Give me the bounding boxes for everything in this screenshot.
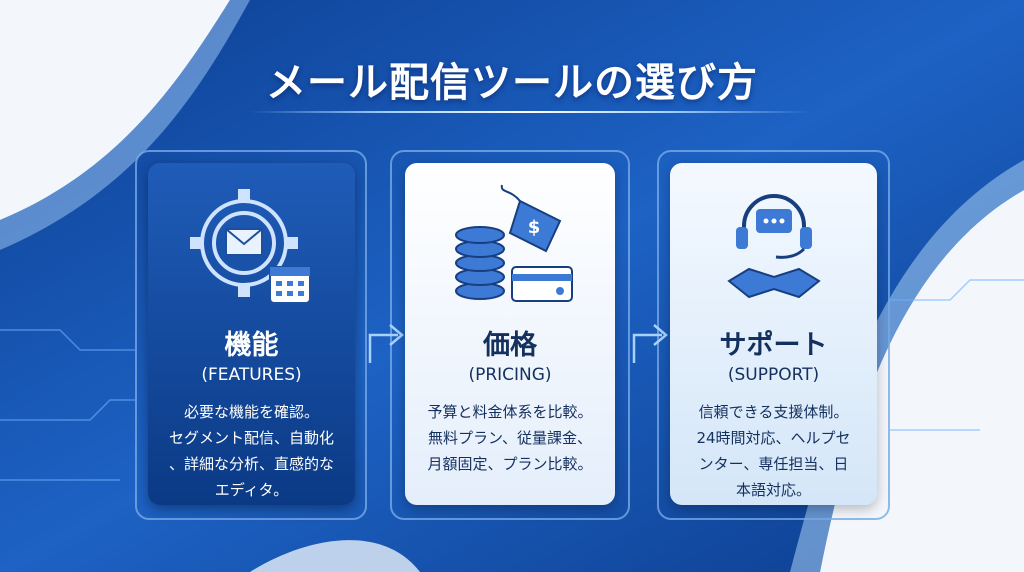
arrow-right-icon (632, 324, 668, 363)
card-support: サポート (SUPPORT) 信頼できる支援体制。 24時間対応、ヘルプセ ンタ… (670, 163, 877, 505)
arrow-right-icon (368, 324, 404, 363)
card-frame-features (135, 150, 367, 520)
headset-handshake-icon (726, 194, 821, 299)
card-heading: 機能 (224, 330, 279, 361)
card-subheading: (PRICING) (468, 365, 552, 385)
card-subheading: (SUPPORT) (727, 365, 820, 385)
card-description: 信頼できる支援体制。 24時間対応、ヘルプセ ンター、専任担当、日 本語対応。 (696, 403, 851, 499)
title-underline (250, 111, 810, 113)
card-description: 必要な機能を確認。 セグメント配信、自動化 、詳細な分析、直感的な エディタ。 (168, 403, 334, 499)
card-pricing: $ 価格 (PRICING) 予算と料金体系を比較。 無料プラン、従量課金、 月… (405, 163, 615, 505)
card-description: 予算と料金体系を比較。 無料プラン、従量課金、 月額固定、プラン比較。 (427, 403, 593, 473)
page-title: メール配信ツールの選び方 (266, 60, 758, 106)
card-subheading: (FEATURES) (201, 365, 302, 385)
card-heading: サポート (719, 330, 828, 361)
svg-text:$: $ (528, 217, 541, 238)
gear-envelope-calendar-icon (189, 189, 311, 304)
card-features: 機能 (FEATURES) 必要な機能を確認。 セグメント配信、自動化 、詳細な… (148, 163, 355, 505)
card-heading: 価格 (483, 330, 537, 361)
coins-tag-card-icon: $ (455, 184, 573, 302)
